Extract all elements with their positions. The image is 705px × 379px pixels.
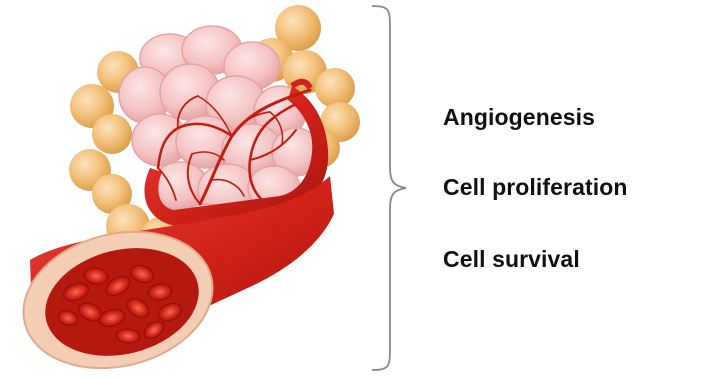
label-cell-survival: Cell survival	[443, 246, 580, 273]
label-cell-proliferation: Cell proliferation	[443, 174, 628, 201]
adipose-tissue-illustration	[0, 0, 400, 379]
label-angiogenesis: Angiogenesis	[443, 104, 595, 131]
adipocyte	[315, 68, 355, 108]
adipocyte	[92, 114, 132, 154]
curly-brace	[360, 0, 410, 379]
